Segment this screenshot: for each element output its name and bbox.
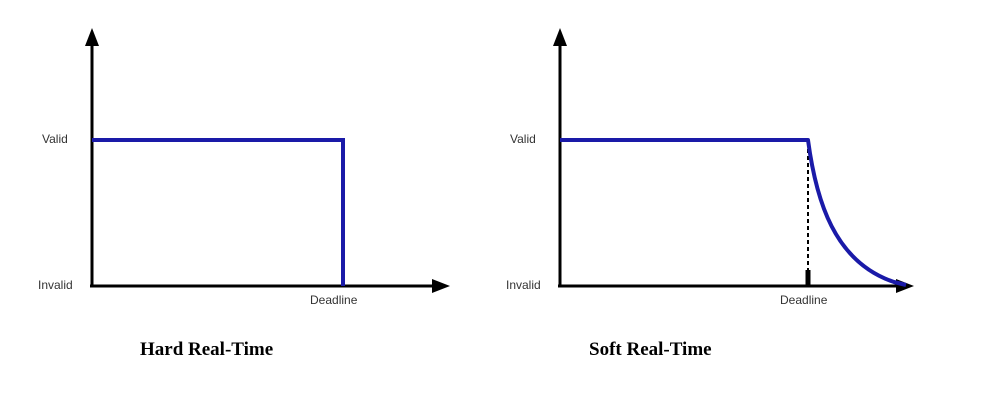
validity-decay-curve	[560, 138, 907, 287]
x-label-deadline: Deadline	[310, 293, 358, 307]
hard-real-time-diagram	[85, 28, 450, 293]
soft-real-time-panel: Valid Invalid Deadline Soft Real-Time	[494, 0, 988, 406]
y-label-valid: Valid	[510, 132, 536, 146]
validity-step-curve	[92, 138, 345, 286]
y-axis-arrowhead	[85, 28, 99, 46]
soft-real-time-diagram	[553, 28, 914, 293]
y-label-invalid: Invalid	[38, 278, 73, 292]
caption-hard-real-time: Hard Real-Time	[140, 339, 274, 360]
y-axis-arrowhead	[553, 28, 567, 46]
y-label-valid: Valid	[42, 132, 68, 146]
x-axis-arrowhead	[432, 279, 450, 293]
y-label-invalid: Invalid	[506, 278, 541, 292]
caption-soft-real-time: Soft Real-Time	[589, 339, 712, 360]
hard-real-time-panel: Valid Invalid Deadline Hard Real-Time	[38, 28, 450, 360]
x-label-deadline: Deadline	[780, 293, 828, 307]
